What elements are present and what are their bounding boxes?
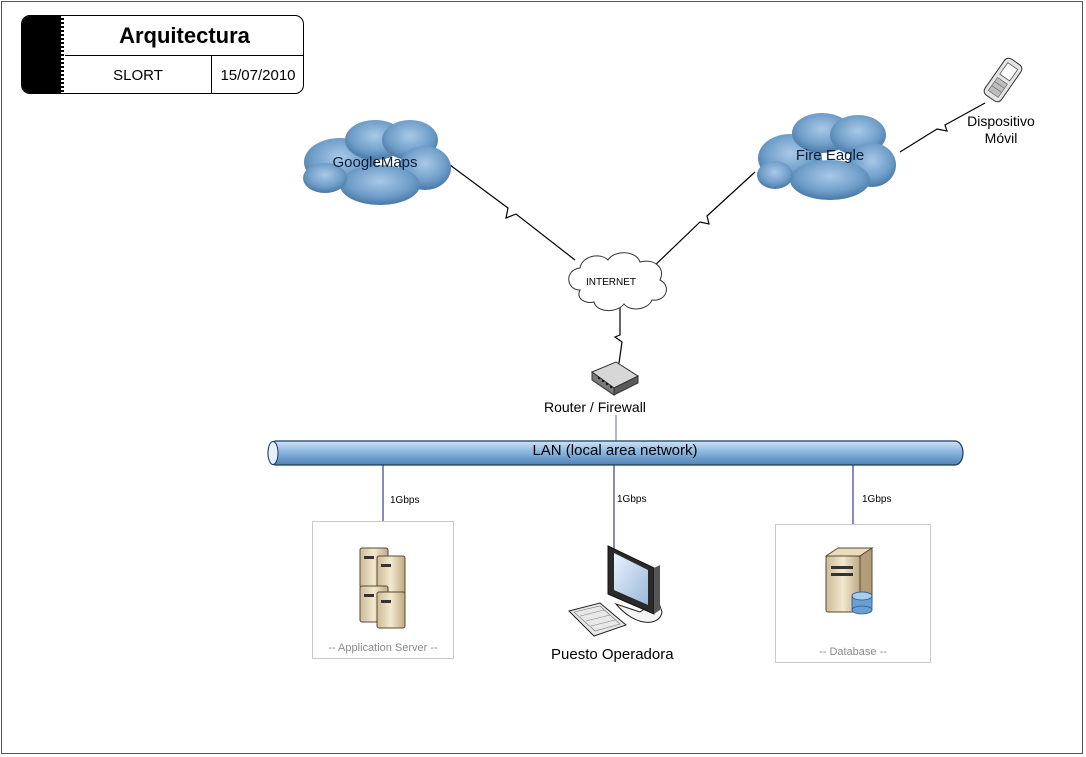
router-icon <box>590 361 640 396</box>
link-speed-database: 1Gbps <box>862 494 892 505</box>
title-block-bar <box>22 16 64 93</box>
mobile-device-label-line2: Móvil <box>984 130 1018 146</box>
wan-link-googlemaps <box>449 164 576 261</box>
workstation-label: Puesto Operadora <box>551 646 674 663</box>
cloud-fire-eagle-shape <box>757 113 896 200</box>
cloud-googlemaps-shape <box>303 120 451 205</box>
server-rack-icon <box>359 547 406 629</box>
diagram-date: 15/07/2010 <box>220 66 296 84</box>
cloud-internet-shape <box>568 252 667 311</box>
lan-bus <box>267 440 964 466</box>
workstation-icon <box>568 545 663 637</box>
wan-link-router <box>613 305 623 371</box>
diagram-title: Arquitectura <box>65 16 303 56</box>
link-speed-workstation: 1Gbps <box>617 494 647 505</box>
mobile-device-label: Dispositivo Móvil <box>955 113 1047 147</box>
link-speed-app-server: 1Gbps <box>390 495 420 506</box>
cloud-googlemaps-label: GoogleMaps <box>332 154 418 171</box>
cloud-internet-label: INTERNET <box>586 277 636 288</box>
mobile-phone-icon <box>983 57 1023 103</box>
title-block: Arquitectura SLORT 15/07/2010 <box>21 15 304 94</box>
mobile-device-label-line1: Dispositivo <box>967 113 1035 129</box>
wan-link-fire-eagle <box>649 171 756 271</box>
router-label: Router / Firewall <box>544 399 646 415</box>
app-server-group-label: -- Application Server -- <box>328 642 438 654</box>
app-server-group-box <box>312 521 454 659</box>
lan-label: LAN (local area network) <box>532 442 698 459</box>
database-server-icon <box>824 547 874 615</box>
database-group-box <box>775 524 931 663</box>
wan-link-mobile <box>899 102 986 153</box>
cloud-fire-eagle-label: Fire Eagle <box>795 147 865 164</box>
project-name: SLORT <box>65 56 212 93</box>
database-group-label: -- Database -- <box>819 646 887 658</box>
